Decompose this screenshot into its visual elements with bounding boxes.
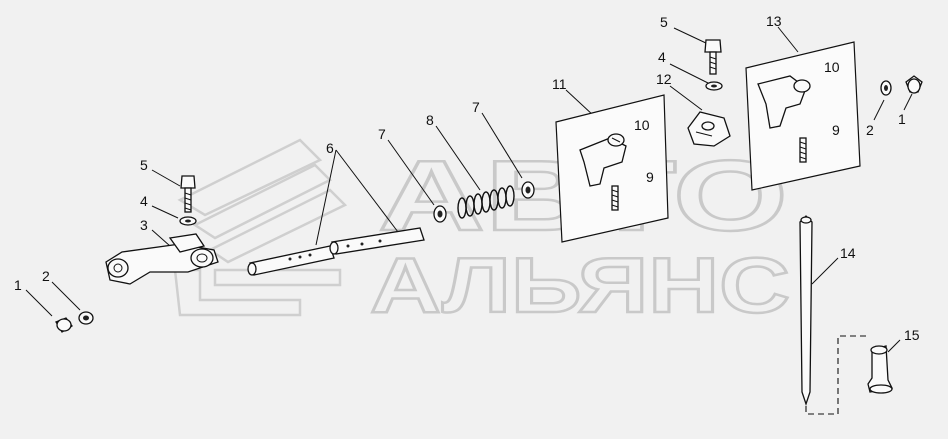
bracket-cap-12 <box>687 111 731 147</box>
tappet-15 <box>867 345 893 394</box>
rocker-arm-plate-11 <box>555 94 669 243</box>
plug-left-1 <box>55 317 73 333</box>
callout-4-right: 4 <box>658 49 666 65</box>
callout-1-left: 1 <box>14 277 22 293</box>
callout-12: 12 <box>656 71 672 87</box>
callout-3: 3 <box>140 217 148 233</box>
rocker-arm-plate-13 <box>745 41 861 191</box>
leader-lines <box>25 26 913 353</box>
push-rod-14 <box>799 215 813 407</box>
watermark-logo-icon <box>173 138 348 317</box>
dashed-connector <box>805 335 868 415</box>
callout-2-right: 2 <box>866 122 874 138</box>
callout-10-mid: 10 <box>634 117 650 133</box>
callout-7-mid: 7 <box>472 99 480 115</box>
bolt-right-5 <box>704 39 722 75</box>
washer-left-2 <box>78 311 94 325</box>
washer-right-4 <box>705 81 723 91</box>
rocker-arm-bracket-left <box>105 233 219 285</box>
callout-5-right: 5 <box>660 14 668 30</box>
washer-7-mid <box>521 181 535 199</box>
rocker-shaft-front <box>247 245 335 276</box>
plug-right-1 <box>905 75 923 94</box>
bolt-left-5 <box>180 175 196 213</box>
callout-14: 14 <box>840 245 856 261</box>
callout-9-right: 9 <box>832 122 840 138</box>
washer-right-2 <box>880 80 892 96</box>
callout-2-left: 2 <box>42 268 50 284</box>
rocker-shaft-rear <box>329 227 425 255</box>
callout-4-left: 4 <box>140 193 148 209</box>
callout-10-right: 10 <box>824 59 840 75</box>
washer-left-4 <box>179 216 197 226</box>
callout-6: 6 <box>326 140 334 156</box>
watermark-line-2: АЛЬЯНС <box>370 241 790 329</box>
spring-8 <box>457 185 515 219</box>
callout-9-mid: 9 <box>646 169 654 185</box>
callout-5-left: 5 <box>140 157 148 173</box>
callout-13: 13 <box>766 13 782 29</box>
callout-15: 15 <box>904 327 920 343</box>
callout-8: 8 <box>426 112 434 128</box>
washer-7-left <box>433 205 447 223</box>
callout-11: 11 <box>552 76 567 92</box>
callout-1-right: 1 <box>898 111 906 127</box>
callout-7-left: 7 <box>378 126 386 142</box>
